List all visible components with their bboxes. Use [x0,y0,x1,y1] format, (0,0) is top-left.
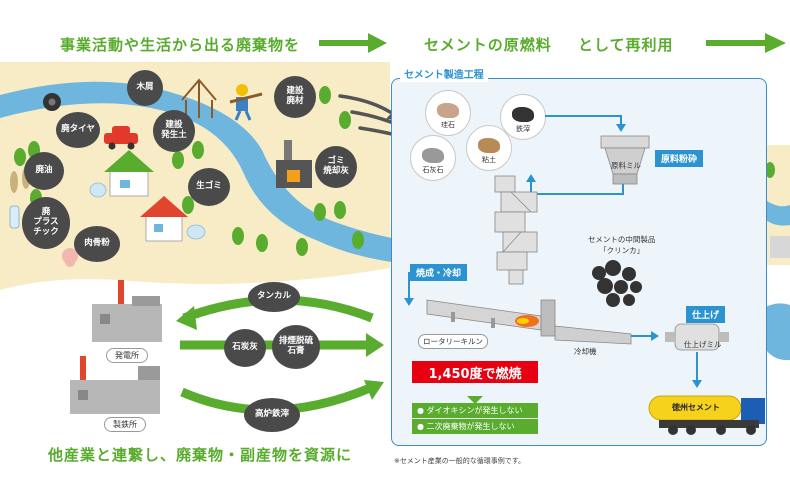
power-plant-illustration [92,280,162,342]
wooden-frame [181,78,217,118]
cooler-label: 冷却機 [574,347,597,356]
bubble-plastic: 廃 プラス チック [22,197,70,249]
raw-crush-tag: 原料粉砕 [655,150,704,167]
bubble-bonemeal: 肉骨粉 [74,226,120,262]
header-arrows [319,33,786,53]
steel-plant-illustration [70,356,160,414]
bubble-wood: 木屑 [127,70,163,106]
clinker-balls [592,260,642,307]
bubble-ash: ゴミ 焼却灰 [315,146,357,188]
right-river [760,195,790,226]
clinker-caption: セメントの中間製品 「クリンカ」 [588,235,656,255]
material-silica: 珪石 [425,90,471,136]
power-plant-label: 発電所 [106,348,148,363]
steel-plant-label: 製鉄所 [104,417,146,432]
benefit-dioxin: ● ダイオキシンが発生しない [412,403,538,418]
material-limestone: 石灰石 [410,135,456,181]
pig-illustration [62,248,78,267]
raw-mill [600,135,650,185]
worker-illustration [229,84,263,121]
footer-text: 他産業と連繋し、廃棄物・副産物を資源に [48,446,353,464]
finish-mill-label: 仕上げミル [684,340,722,349]
bubble-tankal: タンカル [248,282,300,312]
truck-label: 徳州セメント [672,403,720,412]
bubble-gypsum: 排煙脱硫 石膏 [272,325,320,369]
benefit-no-secondary-waste: ● 二次廃棄物が発生しない [412,419,538,434]
process-panel [391,78,767,446]
river [0,81,392,263]
bubble-tire: 廃タイヤ [56,112,100,148]
bubble-oil: 廃油 [24,152,64,190]
cement-truck [648,395,765,435]
right-water [760,303,790,361]
process-title: セメント製造工程 [400,65,488,82]
cooler [554,325,632,345]
header-text-mid2: として再利用 [578,36,674,54]
finish-mill [665,323,729,351]
house-1 [104,150,154,197]
material-clay: 粘土 [466,125,512,171]
car-illustration [104,126,138,150]
bubble-construction-waste: 建設 廃材 [274,76,316,118]
firing-tag: 焼成・冷却 [410,264,468,281]
bubble-garbage: 生ゴミ [188,168,230,206]
truck-edge [770,236,790,258]
footer-note: ※セメント産業の一般的な循環事例です。 [394,457,526,465]
bubble-soil: 建設 発生土 [153,110,195,152]
house-2 [140,196,188,242]
burn-label: 1,450度で燃焼 [412,361,538,383]
finish-tag: 仕上げ [686,306,726,323]
process-machinery [404,115,765,435]
incinerator-illustration [276,140,312,188]
preheater-tower [494,175,538,285]
raw-mill-label: 原料ミル [611,161,641,170]
rotary-kiln [426,299,556,337]
kiln-label: ロータリーキルン [418,334,488,349]
bubble-coal-ash: 石炭灰 [224,329,266,367]
burn-arrow [467,396,483,404]
bubble-slag: 高炉鉄滓 [244,398,300,432]
header-text-mid1: セメントの原燃料 [424,36,552,54]
header-text-left: 事業活動や生活から出る廃棄物を [60,36,301,54]
